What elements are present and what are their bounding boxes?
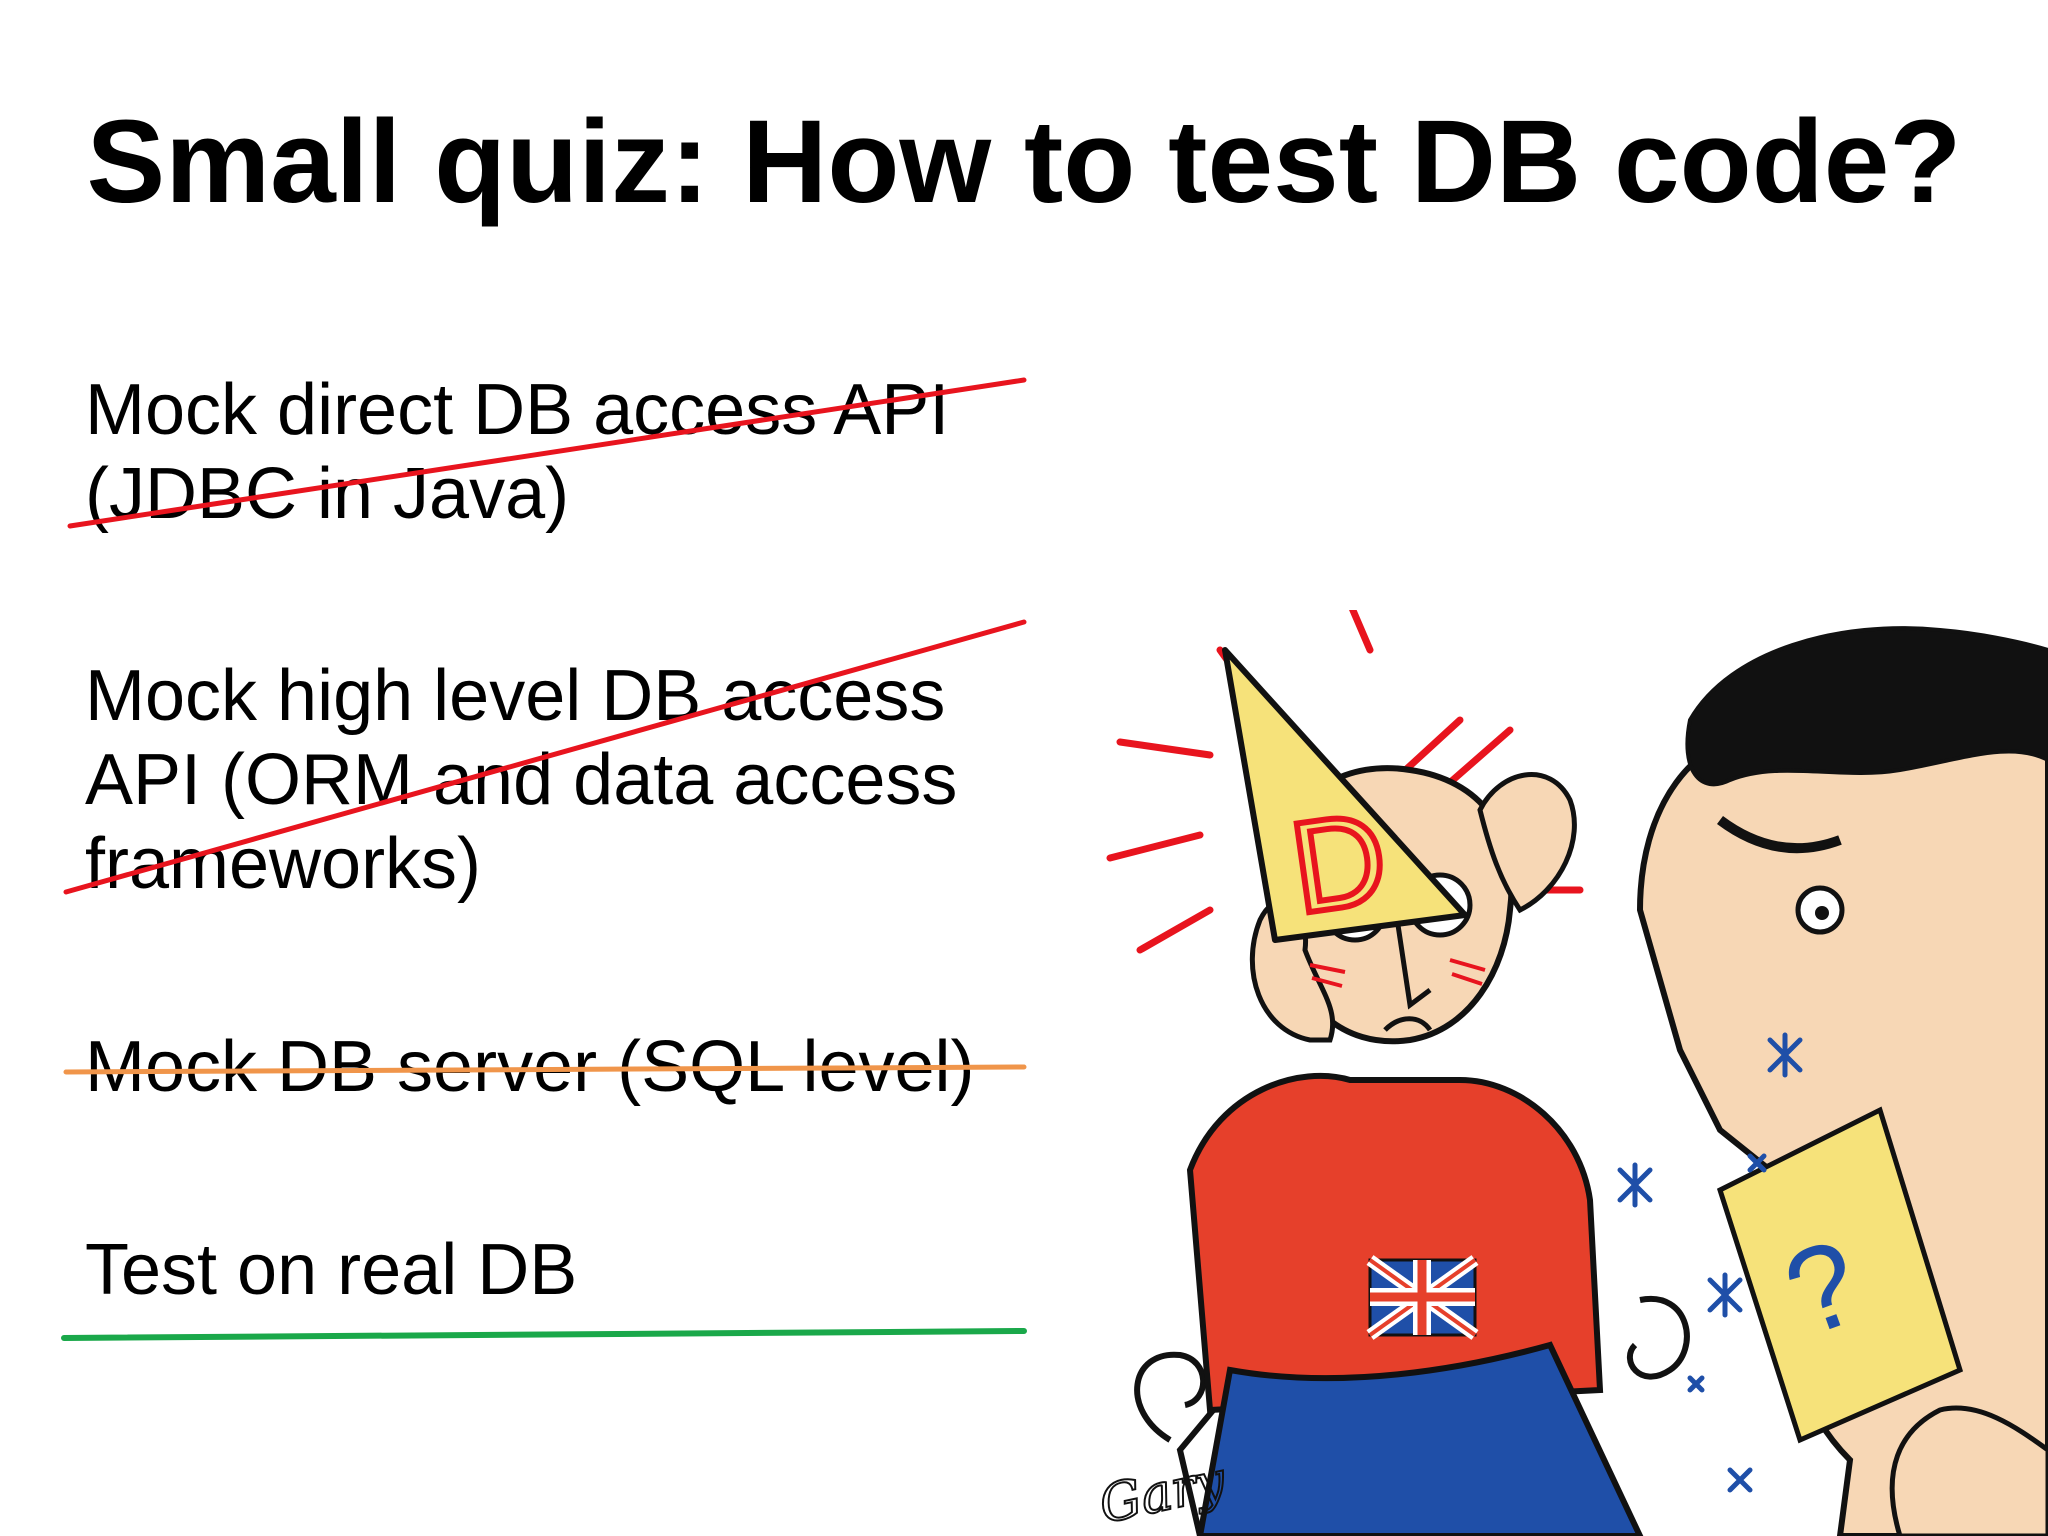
- strikethrough-line-1: [67, 377, 1027, 529]
- strikethrough-line-2: [63, 619, 1027, 895]
- second-man-hair: [1685, 626, 2048, 787]
- shirt: [1186, 1072, 1604, 1414]
- slide-title: Small quiz: How to test DB code?: [86, 96, 1962, 228]
- blush-marks: [1309, 958, 1486, 988]
- option-test-on-real-db: Test on real DB: [85, 1230, 578, 1310]
- cartoon-illustration: D ? Gary: [1093, 610, 2048, 1536]
- mouth: [1383, 1016, 1433, 1032]
- option-mock-direct-db-api: Mock direct DB access API (JDBC in Java): [85, 370, 950, 534]
- option-mock-high-level-db-api: Mock high level DB access API (ORM and d…: [85, 656, 958, 904]
- strikethrough-line-3: [63, 1064, 1027, 1075]
- second-man-hand: [1889, 1405, 2048, 1536]
- second-man-eyebrow: [1717, 815, 1842, 854]
- star-marks: [1617, 1032, 1803, 1493]
- right-hand: [1477, 772, 1577, 914]
- underline-line-4: [61, 1328, 1027, 1341]
- second-man-pupil: [1815, 906, 1829, 920]
- union-jack-icon: [1366, 1255, 1479, 1340]
- question-card: [1716, 1106, 1964, 1444]
- nose: [1395, 924, 1432, 1010]
- dunce-hat: [1222, 647, 1468, 943]
- pants: [1196, 1341, 1644, 1536]
